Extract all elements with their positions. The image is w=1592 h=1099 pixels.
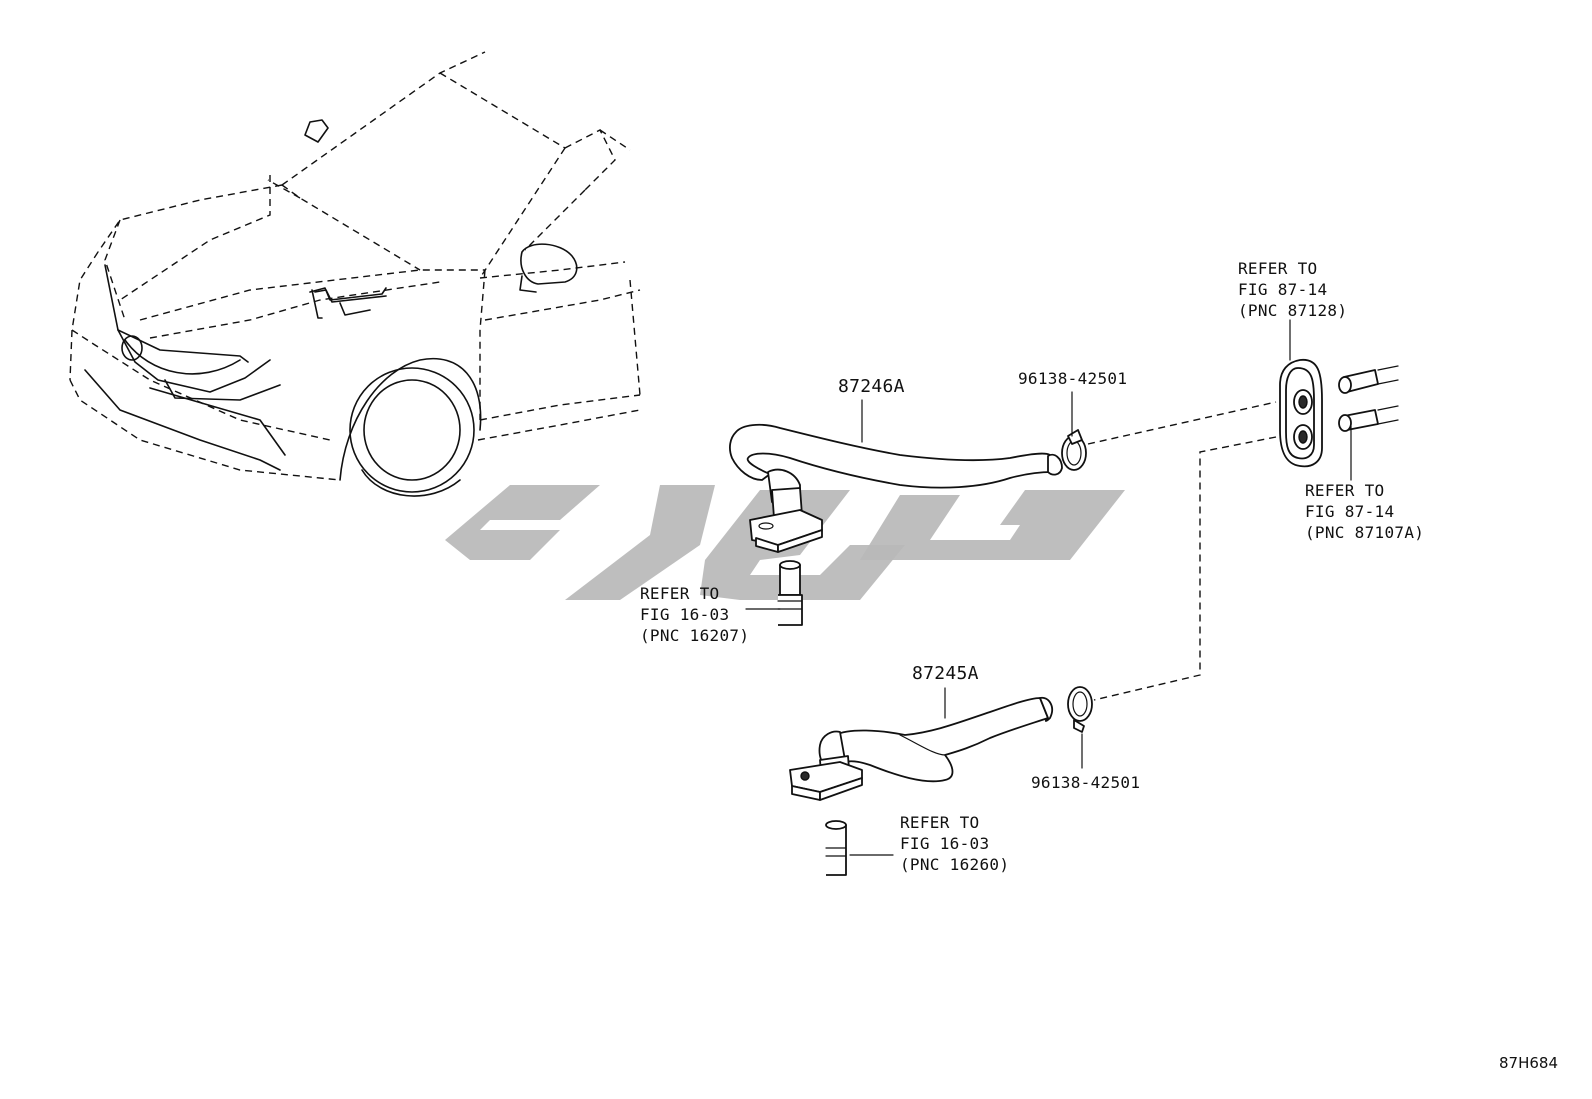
ref-line: FIG 16-03 <box>900 834 990 853</box>
ref-line: (PNC 87107A) <box>1305 523 1425 542</box>
ref-line: (PNC 87128) <box>1238 301 1348 320</box>
vehicle-illustration <box>69 51 641 497</box>
clamp-lower-drawing <box>1067 686 1093 733</box>
ref-line: FIG 87-14 <box>1238 280 1328 299</box>
label-hose-87246A: 87246A <box>838 376 905 397</box>
reference-87107A: REFER TO FIG 87-14 (PNC 87107A) <box>1305 480 1424 543</box>
ref-line: REFER TO <box>900 813 980 832</box>
hose-87245A-drawing <box>789 696 1053 876</box>
grommet-drawing <box>1279 359 1323 468</box>
ref-line: REFER TO <box>1305 481 1385 500</box>
label-clamp-lower: 96138-42501 <box>1031 773 1141 792</box>
label-clamp-upper: 96138-42501 <box>1018 369 1128 388</box>
label-hose-87245A: 87245A <box>912 663 979 684</box>
reference-87128: REFER TO FIG 87-14 (PNC 87128) <box>1238 258 1347 321</box>
ref-line: FIG 16-03 <box>640 605 730 624</box>
clamp-upper-drawing <box>1061 429 1087 471</box>
reference-16207: REFER TO FIG 16-03 (PNC 16207) <box>640 583 749 646</box>
figure-id: 87H684 <box>1499 1054 1558 1072</box>
ref-line: (PNC 16207) <box>640 626 750 645</box>
watermark-logo <box>445 485 1125 600</box>
nozzle-pipes-drawing <box>1338 365 1399 432</box>
hose-87246A-drawing <box>729 423 1063 626</box>
connector-lines <box>1087 401 1277 701</box>
ref-line: FIG 87-14 <box>1305 502 1395 521</box>
reference-16260: REFER TO FIG 16-03 (PNC 16260) <box>900 812 1009 875</box>
ref-line: (PNC 16260) <box>900 855 1010 874</box>
leader-lines <box>745 319 1352 856</box>
ref-line: REFER TO <box>640 584 720 603</box>
ref-line: REFER TO <box>1238 259 1318 278</box>
